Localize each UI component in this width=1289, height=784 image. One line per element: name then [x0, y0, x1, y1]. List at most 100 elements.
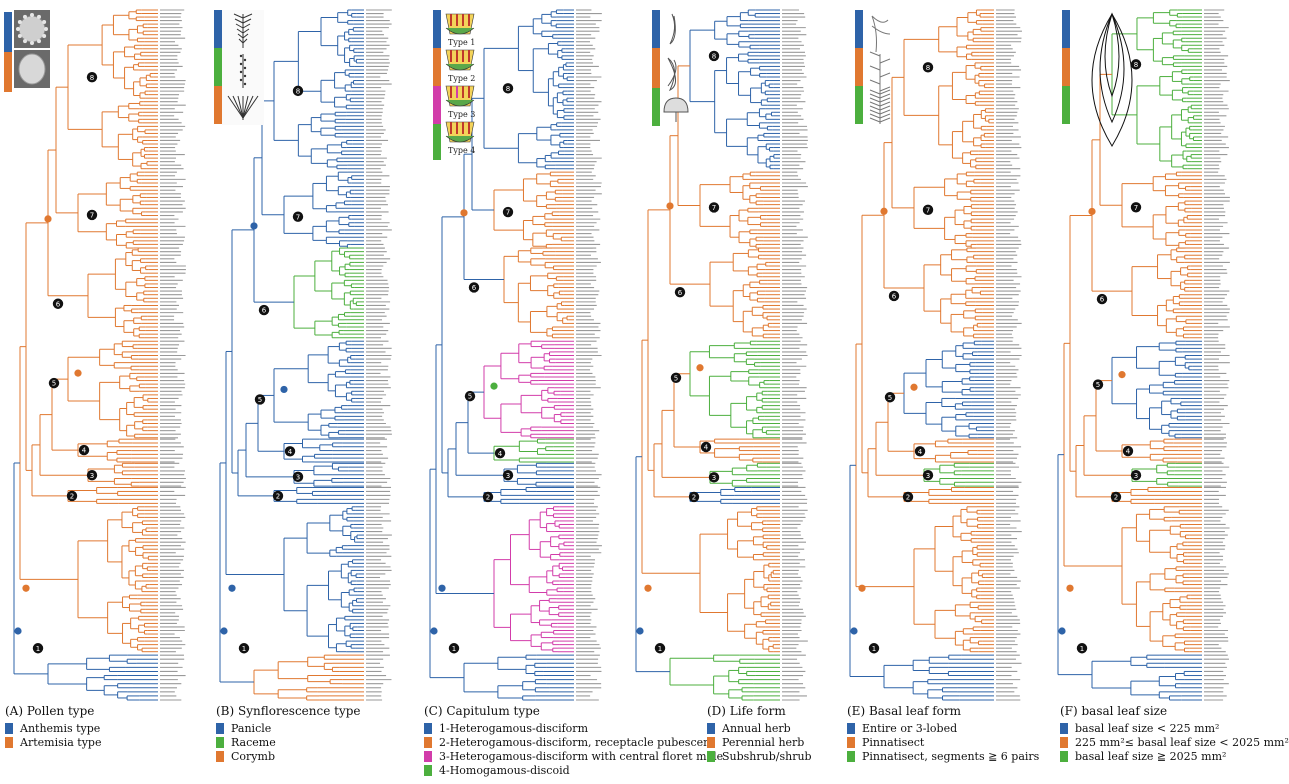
legend-item: Subshrub/shrub — [707, 749, 812, 763]
legend-label: Perennial herb — [722, 735, 805, 749]
node-label-4: 4 — [1126, 448, 1131, 456]
legend-swatch — [847, 722, 855, 734]
node-label-2: 2 — [692, 494, 696, 502]
node-label-5: 5 — [888, 394, 892, 402]
legend-item: basal leaf size ≧ 2025 mm² — [1060, 749, 1289, 763]
legend-swatch — [847, 736, 855, 748]
state-color-bar-c — [433, 10, 441, 160]
state-color-bar-e — [855, 10, 863, 124]
legend-swatch — [424, 736, 432, 748]
capitulum-type-label: Type 2 — [448, 74, 476, 83]
legend-swatch — [424, 722, 432, 734]
legend-label: 1-Heterogamous-disciform — [439, 721, 588, 735]
state-color-bar-a — [4, 12, 12, 92]
node-label-6: 6 — [262, 307, 267, 315]
node-label-2: 2 — [486, 494, 490, 502]
node-label-6: 6 — [472, 284, 477, 292]
node-label-8: 8 — [926, 64, 930, 72]
node-label-1: 1 — [36, 645, 40, 653]
node-label-7: 7 — [712, 204, 716, 212]
node-label-5: 5 — [52, 380, 56, 388]
legend-swatch — [707, 750, 715, 762]
node-label-8: 8 — [506, 85, 510, 93]
legend-label: Pinnatisect, segments ≧ 6 pairs — [862, 749, 1040, 763]
legend-label: basal leaf size < 225 mm² — [1075, 721, 1220, 735]
node-label-8: 8 — [90, 74, 94, 82]
capitulum-type-label: Type 3 — [448, 110, 476, 119]
node-label-1: 1 — [452, 645, 456, 653]
node-label-7: 7 — [1134, 204, 1138, 212]
legend-label: 3-Heterogamous-disciform with central fl… — [439, 749, 724, 763]
legend-swatch — [216, 750, 224, 762]
legend-swatch — [1060, 750, 1068, 762]
node-label-1: 1 — [872, 645, 876, 653]
legend-label: Corymb — [231, 749, 275, 763]
legend-label: 4-Homogamous-discoid — [439, 763, 570, 777]
legend-item: Anthemis type — [5, 721, 102, 735]
node-label-2: 2 — [906, 494, 910, 502]
panel-title: (F) basal leaf size — [1060, 704, 1168, 718]
node-label-5: 5 — [468, 393, 472, 401]
node-label-3: 3 — [506, 472, 510, 480]
legend-item: Corymb — [216, 749, 361, 763]
legend-f: (F) basal leaf size basal leaf size < 225… — [1060, 704, 1289, 763]
legend-swatch — [847, 750, 855, 762]
node-label-8: 8 — [296, 87, 300, 95]
legend-item: Panicle — [216, 721, 361, 735]
life-form-sketch-icon — [663, 13, 689, 122]
node-label-4: 4 — [498, 450, 503, 458]
node-label-7: 7 — [90, 212, 94, 220]
node-label-5: 5 — [674, 374, 678, 382]
node-label-5: 5 — [258, 396, 262, 404]
leaf-outline-icon — [1091, 12, 1133, 147]
legend-swatch — [5, 736, 13, 748]
node-label-8: 8 — [712, 53, 716, 61]
leaf-form-sketch-icon — [869, 15, 891, 124]
state-color-bar-f — [1062, 10, 1070, 124]
node-label-6: 6 — [56, 300, 61, 308]
panel-title: (C) Capitulum type — [424, 704, 540, 718]
node-label-2: 2 — [70, 493, 74, 501]
node-label-3: 3 — [90, 472, 94, 480]
legend-item: 4-Homogamous-discoid — [424, 763, 723, 777]
node-label-6: 6 — [678, 289, 683, 297]
panel-title: (D) Life form — [707, 704, 786, 718]
legend-swatch — [216, 736, 224, 748]
legend-item: Pinnatisect, segments ≧ 6 pairs — [847, 749, 1039, 763]
legend-label: Annual herb — [722, 721, 791, 735]
node-label-3: 3 — [296, 473, 300, 481]
legend-item: Perennial herb — [707, 735, 812, 749]
state-color-bar-b — [214, 10, 222, 124]
node-label-6: 6 — [892, 293, 897, 301]
node-label-3: 3 — [1134, 472, 1138, 480]
legend-label: Entire or 3-lobed — [862, 721, 958, 735]
legend-item: 1-Heterogamous-disciform — [424, 721, 723, 735]
node-label-4: 4 — [82, 447, 87, 455]
legend-item: basal leaf size < 225 mm² — [1060, 721, 1289, 735]
node-label-3: 3 — [712, 474, 716, 482]
legend-item: 3-Heterogamous-disciform with central fl… — [424, 749, 723, 763]
legend-item: Pinnatisect — [847, 735, 1039, 749]
node-label-7: 7 — [926, 206, 930, 214]
legend-swatch — [5, 722, 13, 734]
legend-label: basal leaf size ≧ 2025 mm² — [1075, 749, 1227, 763]
legend-swatch — [707, 736, 715, 748]
legend-item: Artemisia type — [5, 735, 102, 749]
node-label-4: 4 — [918, 448, 923, 456]
node-label-4: 4 — [288, 448, 293, 456]
node-label-1: 1 — [658, 645, 662, 653]
capitulum-type-label: Type 1 — [448, 38, 476, 47]
legend-swatch — [707, 722, 715, 734]
node-label-7: 7 — [506, 209, 510, 217]
legend-swatch — [424, 764, 432, 776]
panel-title: (A) Pollen type — [5, 704, 95, 718]
legend-label: Pinnatisect — [862, 735, 925, 749]
legend-item: Entire or 3-lobed — [847, 721, 1039, 735]
node-label-7: 7 — [296, 213, 300, 221]
